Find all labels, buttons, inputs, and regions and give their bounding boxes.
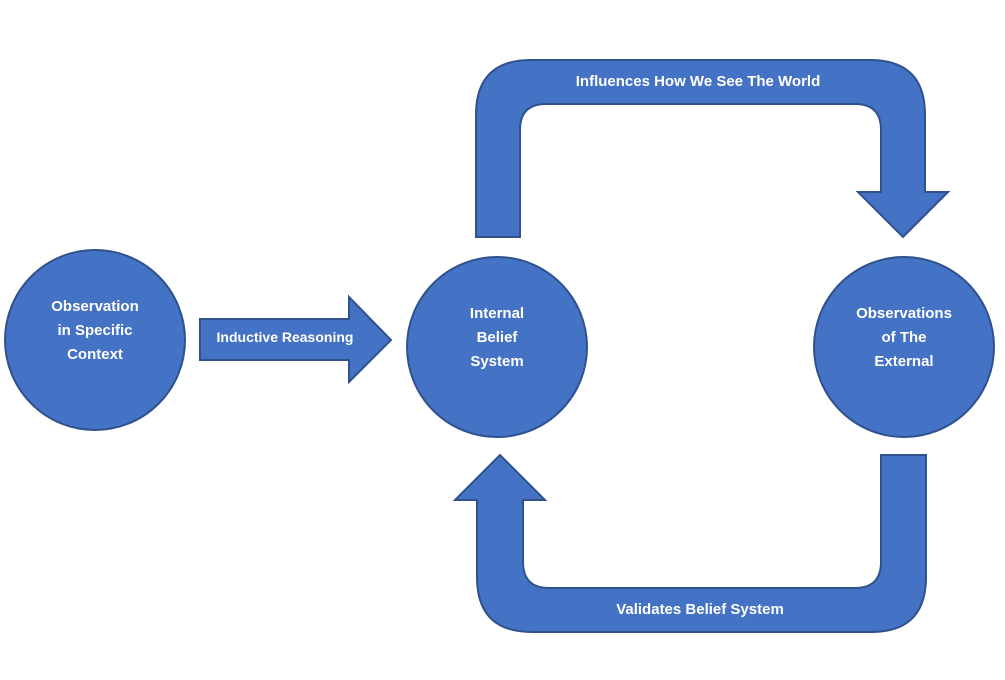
influences-arrow [475,59,951,239]
belief-system-label: Internal Belief System [469,305,525,370]
influences-label: Influences How We See The World [575,73,821,90]
validates-label: Validates Belief System [616,601,784,618]
inductive-reasoning-label: Inductive Reasoning [216,329,354,345]
belief-system-node [406,256,588,438]
validates-arrow [452,453,927,633]
observation-context-node [4,249,186,431]
observations-external-label: Observations of The External [856,305,952,370]
observations-external-node [813,256,995,438]
inductive-reasoning-arrow [199,294,393,385]
observation-context-label: Observation in Specific Context [51,298,139,363]
